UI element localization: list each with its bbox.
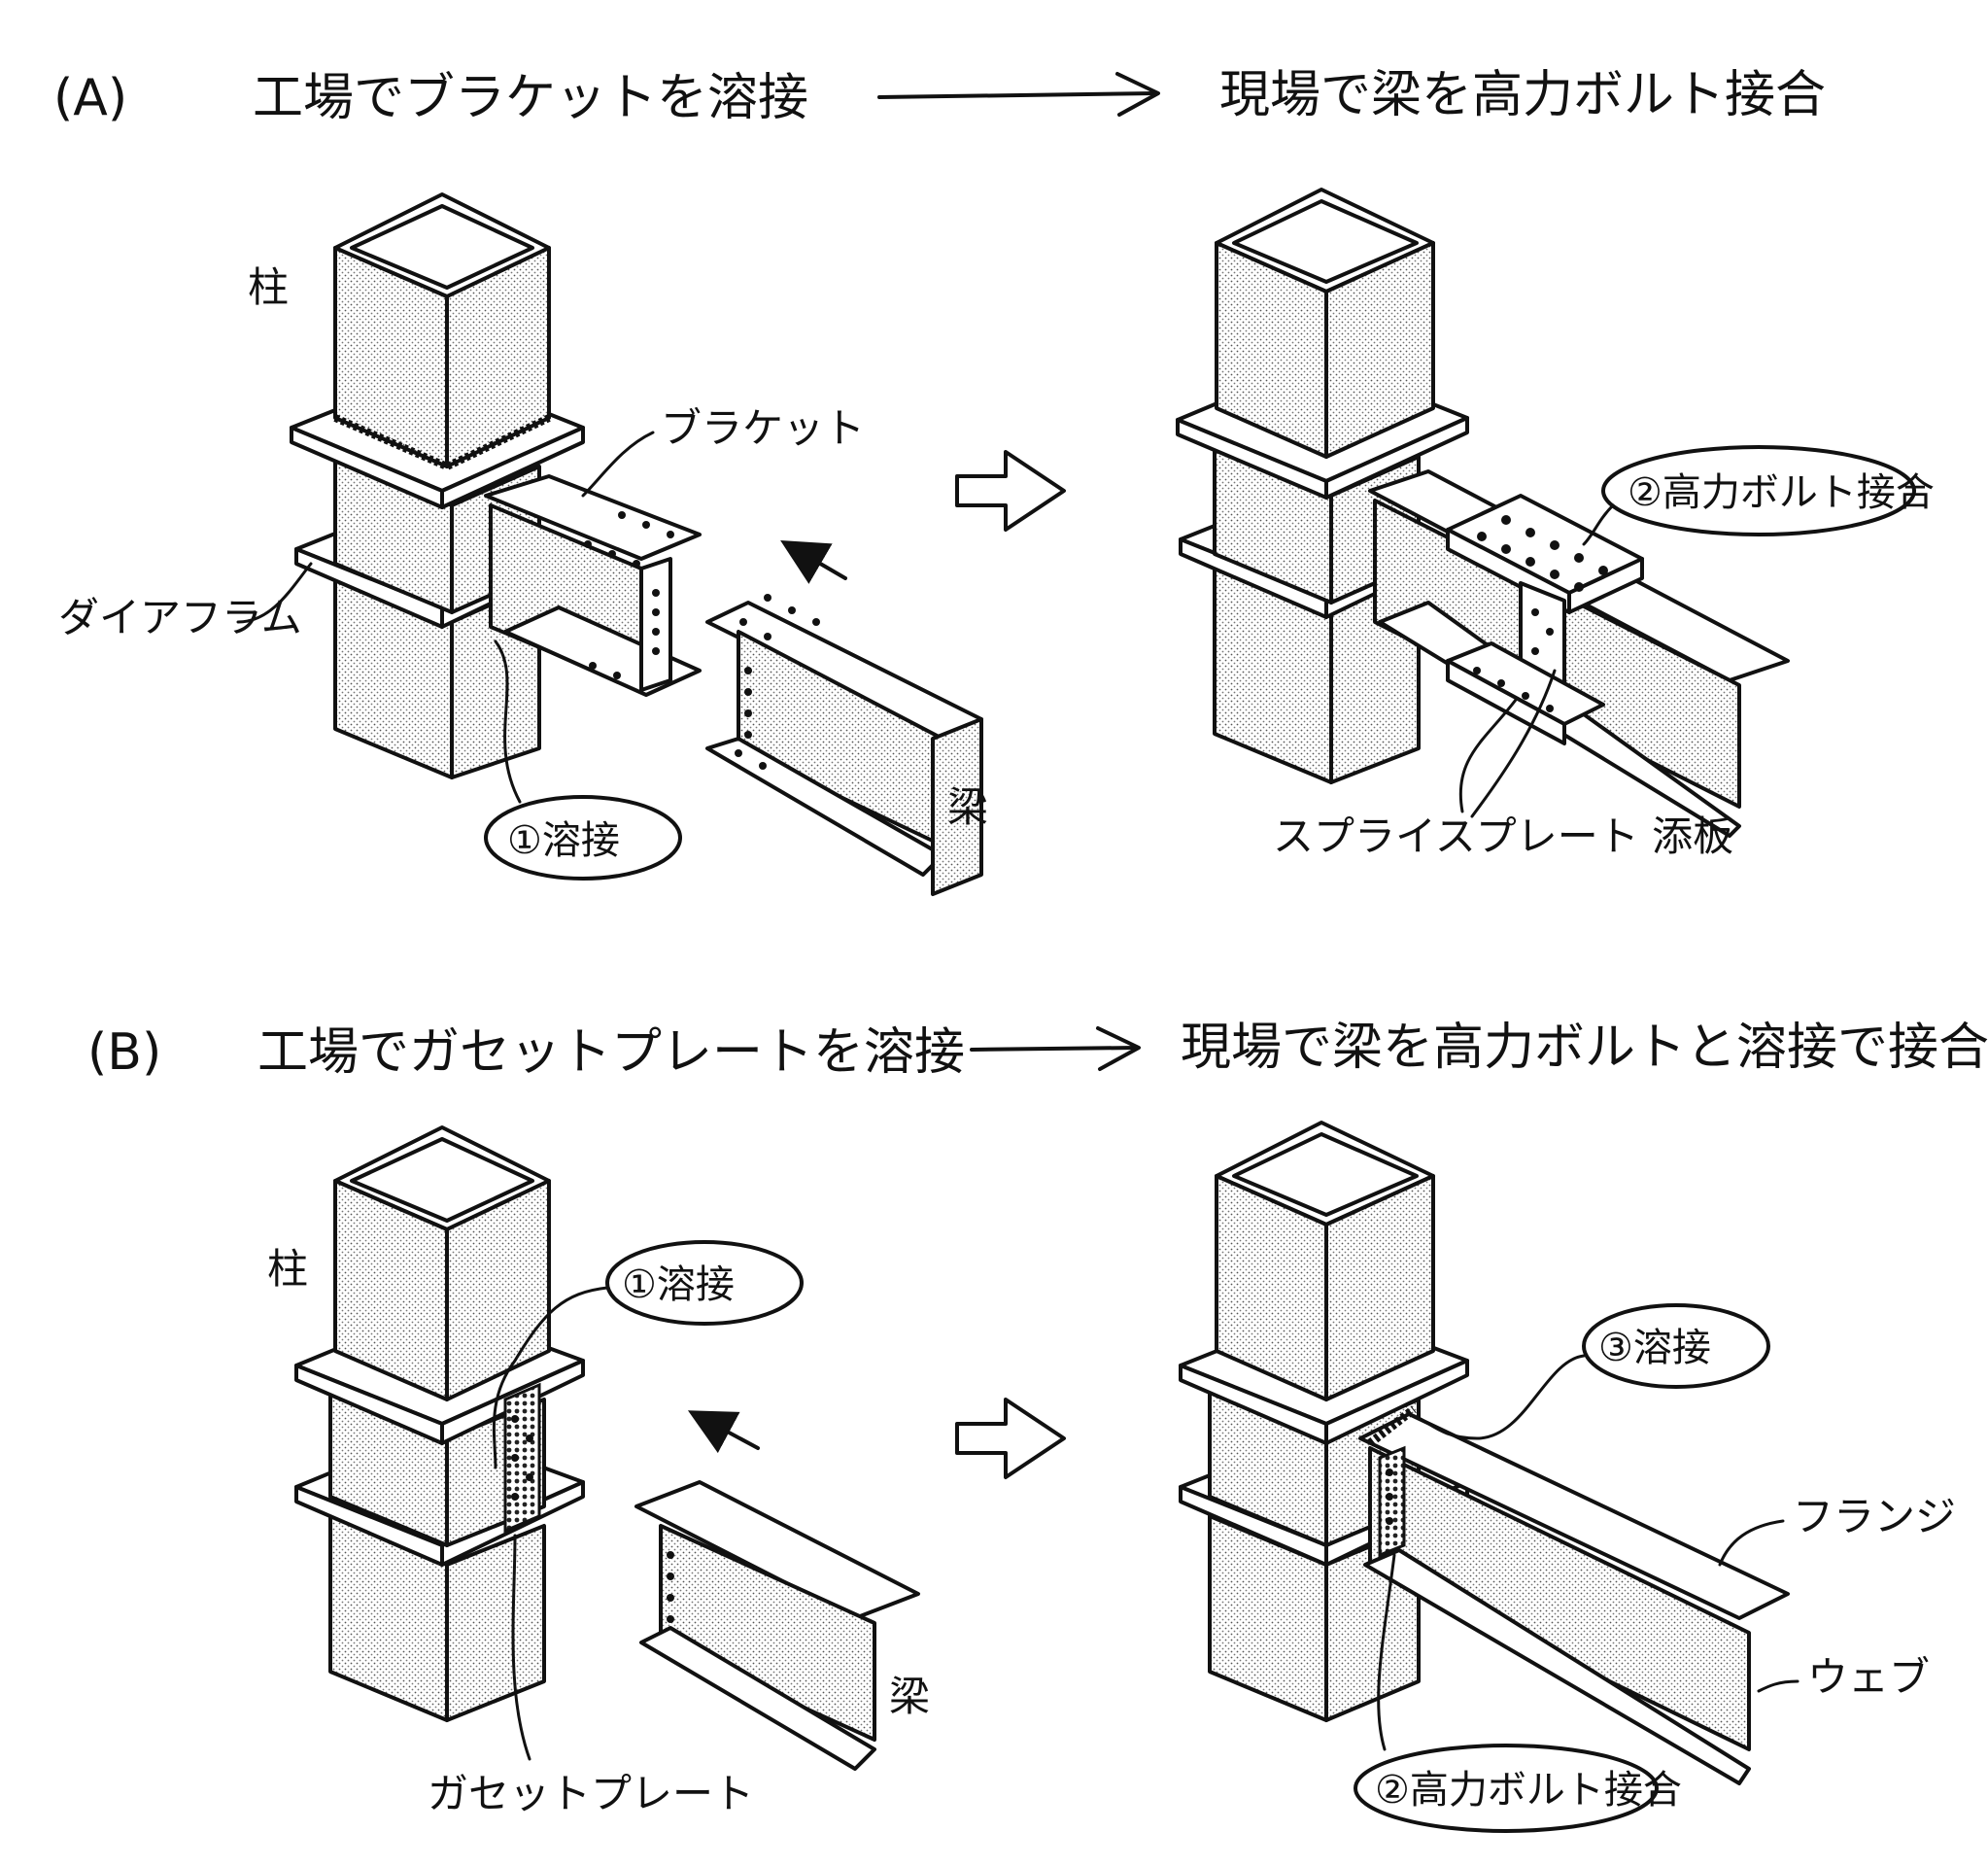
b-left-gusset-leader — [511, 1534, 531, 1761]
a-left-beam-holes — [735, 594, 820, 770]
b-left-beam-label: 梁 — [889, 1673, 930, 1720]
b-left-gusset-plate — [503, 1382, 541, 1534]
a-right-assembly: ②高力ボルト接合 スプライスプレート 添板 — [1176, 188, 1935, 860]
a-right-splice-leader-1 — [1458, 698, 1518, 813]
a-left-bracket-leader — [581, 431, 655, 498]
b-left-gusset-holes — [511, 1415, 533, 1501]
section-b-title-arrow — [970, 1046, 1139, 1052]
b-left-column-label: 柱 — [267, 1245, 308, 1293]
a-right-bolt-callout: ②高力ボルト接合 — [1628, 470, 1935, 515]
a-left-bracket-holes — [584, 511, 674, 679]
b-right-beam-web — [1368, 1446, 1751, 1751]
b-right-bolt-leader — [1377, 1553, 1396, 1751]
a-left-insert-arrow — [780, 539, 847, 584]
b-left-weld-callout-bubble — [605, 1240, 804, 1326]
b-right-beam-bottom-flange — [1363, 1548, 1751, 1785]
b-right-bolt-callout-bubble — [1354, 1744, 1659, 1833]
a-process-arrow — [955, 450, 1066, 532]
section-a-title-arrowhead — [1115, 72, 1160, 117]
a-right-bolt-callout-bubble — [1601, 445, 1916, 536]
b-left-weld-callout: ①溶接 — [622, 1262, 735, 1307]
b-left-beam-bottom-flange — [639, 1626, 876, 1771]
b-left-insert-arrow — [687, 1410, 760, 1454]
a-left-assembly: 柱 ブラケット ダイアフラム 梁 ①溶接 — [58, 192, 988, 896]
section-b-left-title: 工場でガセットプレートを溶接 — [257, 1023, 965, 1082]
section-a: (A) 工場でブラケットを溶接 現場で梁を高力ボルト接合 — [53, 66, 1935, 896]
a-right-splice-leader-2 — [1470, 669, 1557, 818]
b-left-weld-leader — [492, 1286, 609, 1469]
b-right-flange-leader — [1718, 1519, 1785, 1567]
b-right-flange-label: フランジ — [1793, 1493, 1956, 1540]
section-b-right-title: 現場で梁を高力ボルトと溶接で接合 — [1181, 1019, 1988, 1077]
a-right-splice-label: スプライスプレート 添板 — [1273, 812, 1733, 860]
b-left-beam-web — [659, 1524, 876, 1742]
b-right-web-leader — [1757, 1679, 1799, 1693]
section-a-title-arrow — [877, 91, 1158, 99]
a-right-bolts — [1473, 515, 1608, 712]
a-left-weld-callout-bubble — [484, 795, 682, 881]
section-b: (B) 工場でガセットプレートを溶接 現場で梁を高力ボルトと溶接で接合 — [87, 1019, 1988, 1833]
section-a-right-title: 現場で梁を高力ボルト接合 — [1219, 66, 1826, 124]
section-a-tag: (A) — [53, 69, 127, 127]
b-right-web-label: ウェブ — [1807, 1653, 1930, 1701]
a-left-column-label: 柱 — [248, 263, 289, 311]
a-left-weld-leader — [494, 639, 522, 804]
a-left-bracket-top-flange — [484, 474, 702, 561]
b-left-gusset-label: ガセットプレート — [428, 1770, 754, 1817]
b-right-weld-leader — [1407, 1354, 1586, 1440]
b-left-assembly: 柱 ①溶接 梁 ガセットプレート — [267, 1125, 930, 1817]
b-right-weld-callout-bubble — [1582, 1303, 1770, 1389]
b-right-bolt-callout: ②高力ボルト接合 — [1375, 1768, 1682, 1813]
section-a-left-title: 工場でブラケットを溶接 — [253, 69, 808, 127]
a-left-beam-label: 梁 — [947, 783, 988, 831]
b-right-gusset-plate — [1378, 1445, 1406, 1558]
a-left-weld-callout: ①溶接 — [507, 818, 620, 863]
a-left-bracket-label: ブラケット — [661, 404, 865, 452]
b-left-beam-holes — [667, 1551, 674, 1623]
a-left-diaphragm-label: ダイアフラム — [58, 594, 302, 641]
b-right-assembly: ③溶接 フランジ ウェブ ②高力ボルト接合 — [1179, 1121, 1956, 1833]
b-right-weld-callout: ③溶接 — [1598, 1326, 1711, 1370]
section-b-tag: (B) — [87, 1023, 161, 1082]
b-right-bolts — [1386, 1469, 1393, 1525]
a-left-diaphragm-leader — [236, 562, 313, 624]
b-process-arrow — [955, 1398, 1066, 1479]
